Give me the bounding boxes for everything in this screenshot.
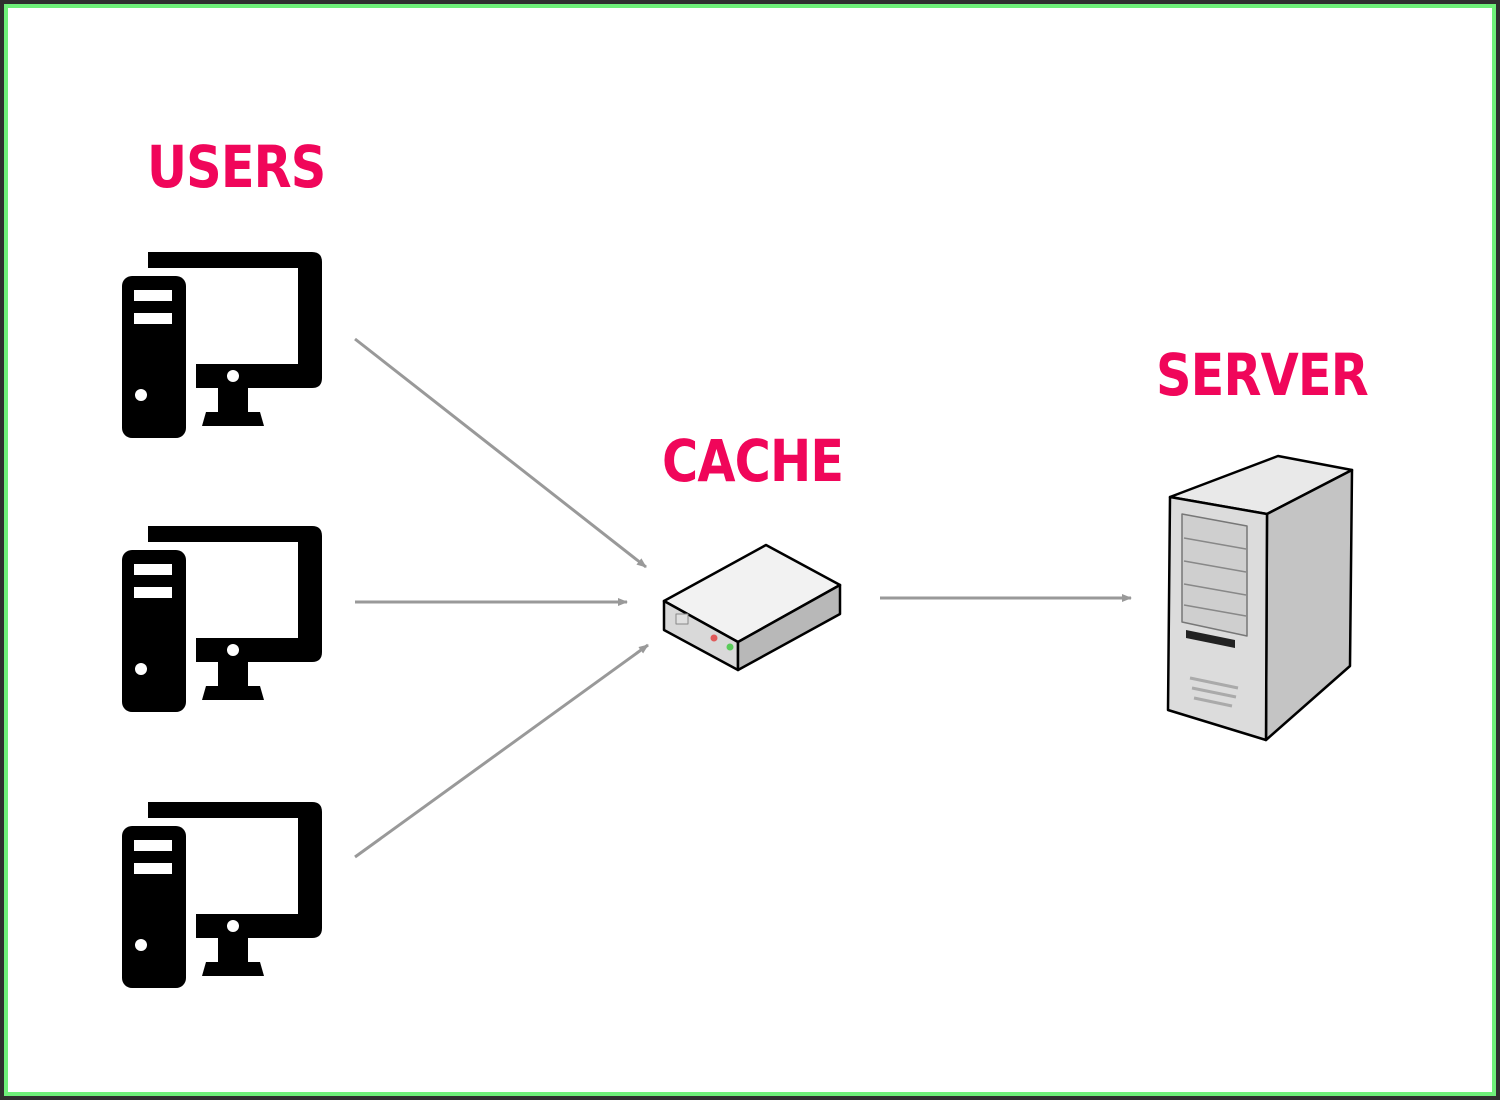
server-label: SERVER — [1156, 341, 1369, 409]
user-computer-2 — [122, 526, 322, 712]
cache-device-icon — [662, 543, 842, 672]
server-tower-icon — [1166, 454, 1354, 742]
edge-user-1-to-cache — [354, 337, 647, 569]
desktop-computer-icon — [122, 802, 322, 988]
edge-user-3-to-cache — [354, 643, 649, 859]
desktop-computer-icon — [122, 252, 322, 438]
users-label: USERS — [147, 133, 326, 201]
user-computer-1 — [122, 252, 322, 438]
desktop-computer-icon — [122, 526, 322, 712]
cache-label: CACHE — [662, 427, 844, 495]
user-computer-3 — [122, 802, 322, 988]
